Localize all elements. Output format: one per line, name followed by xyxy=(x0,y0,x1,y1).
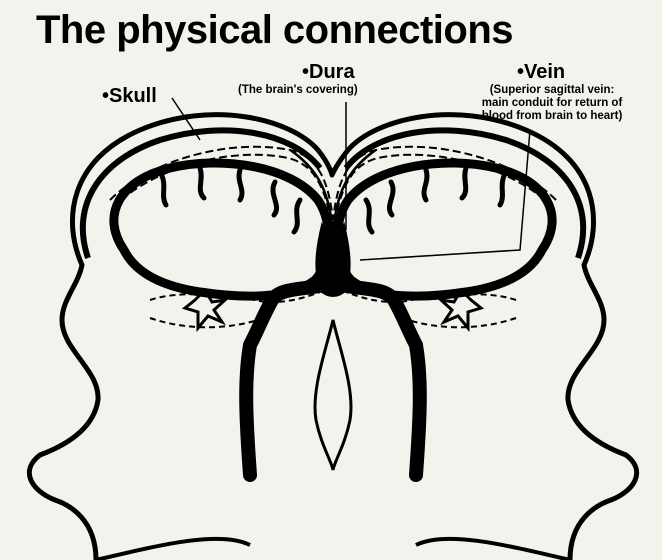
page-title: The physical connections xyxy=(36,10,513,50)
vein-description-line-1: (Superior sagittal vein: xyxy=(452,84,652,97)
dura-description: (The brain's covering) xyxy=(238,84,358,97)
shared-neck-outline xyxy=(96,539,570,560)
central-tissue-outline xyxy=(315,320,351,470)
heads-silhouette xyxy=(29,115,636,560)
veins xyxy=(246,285,420,475)
skull-label: •Skull xyxy=(102,86,157,106)
vein-description-line-2: main conduit for return of xyxy=(452,97,652,110)
vein-description: (Superior sagittal vein: main conduit fo… xyxy=(452,84,652,124)
dura-layers xyxy=(110,147,556,232)
dura-label: •Dura xyxy=(302,62,355,82)
vein-description-line-3: blood from brain to heart) xyxy=(452,110,652,123)
vein-label: •Vein xyxy=(517,62,565,82)
